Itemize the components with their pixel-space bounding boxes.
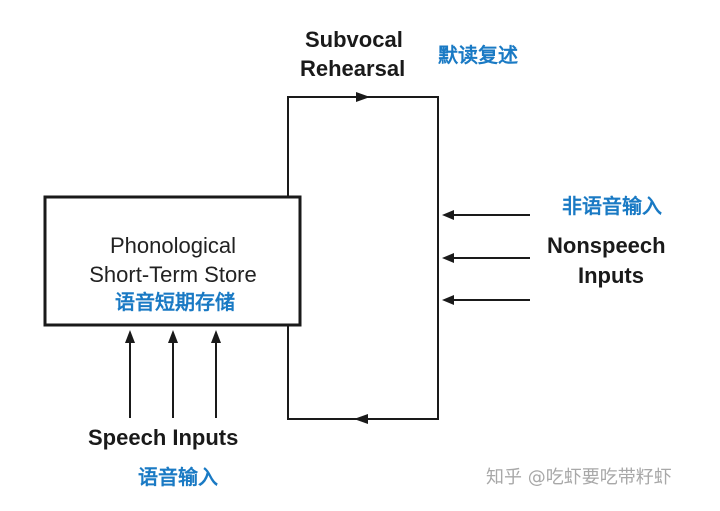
store-label-line2: Short-Term Store [89,262,257,287]
nonspeech-arrows [442,210,530,305]
speech-label-en: Speech Inputs [88,425,239,450]
nonspeech-label-line2: Inputs [578,263,644,288]
store-box [43,195,302,327]
speech-label-cn: 语音输入 [138,465,218,489]
loop-top-arrowhead [356,92,370,102]
store-label-cn: 语音短期存储 [115,290,235,314]
nonspeech-label-cn: 非语音输入 [562,194,662,218]
rehearsal-label-line1: Subvocal [305,27,403,52]
nonspeech-label-line1: Nonspeech [547,233,666,258]
rehearsal-label-cn: 默读复述 [438,43,518,67]
speech-arrows [125,330,221,418]
loop-bottom-arrowhead [354,414,368,424]
rehearsal-loop [287,96,439,420]
rehearsal-label-line2: Rehearsal [300,56,406,81]
zhihu-watermark: 知乎 @吃虾要吃带籽虾 [486,467,672,488]
store-label-line1: Phonological [110,233,236,258]
